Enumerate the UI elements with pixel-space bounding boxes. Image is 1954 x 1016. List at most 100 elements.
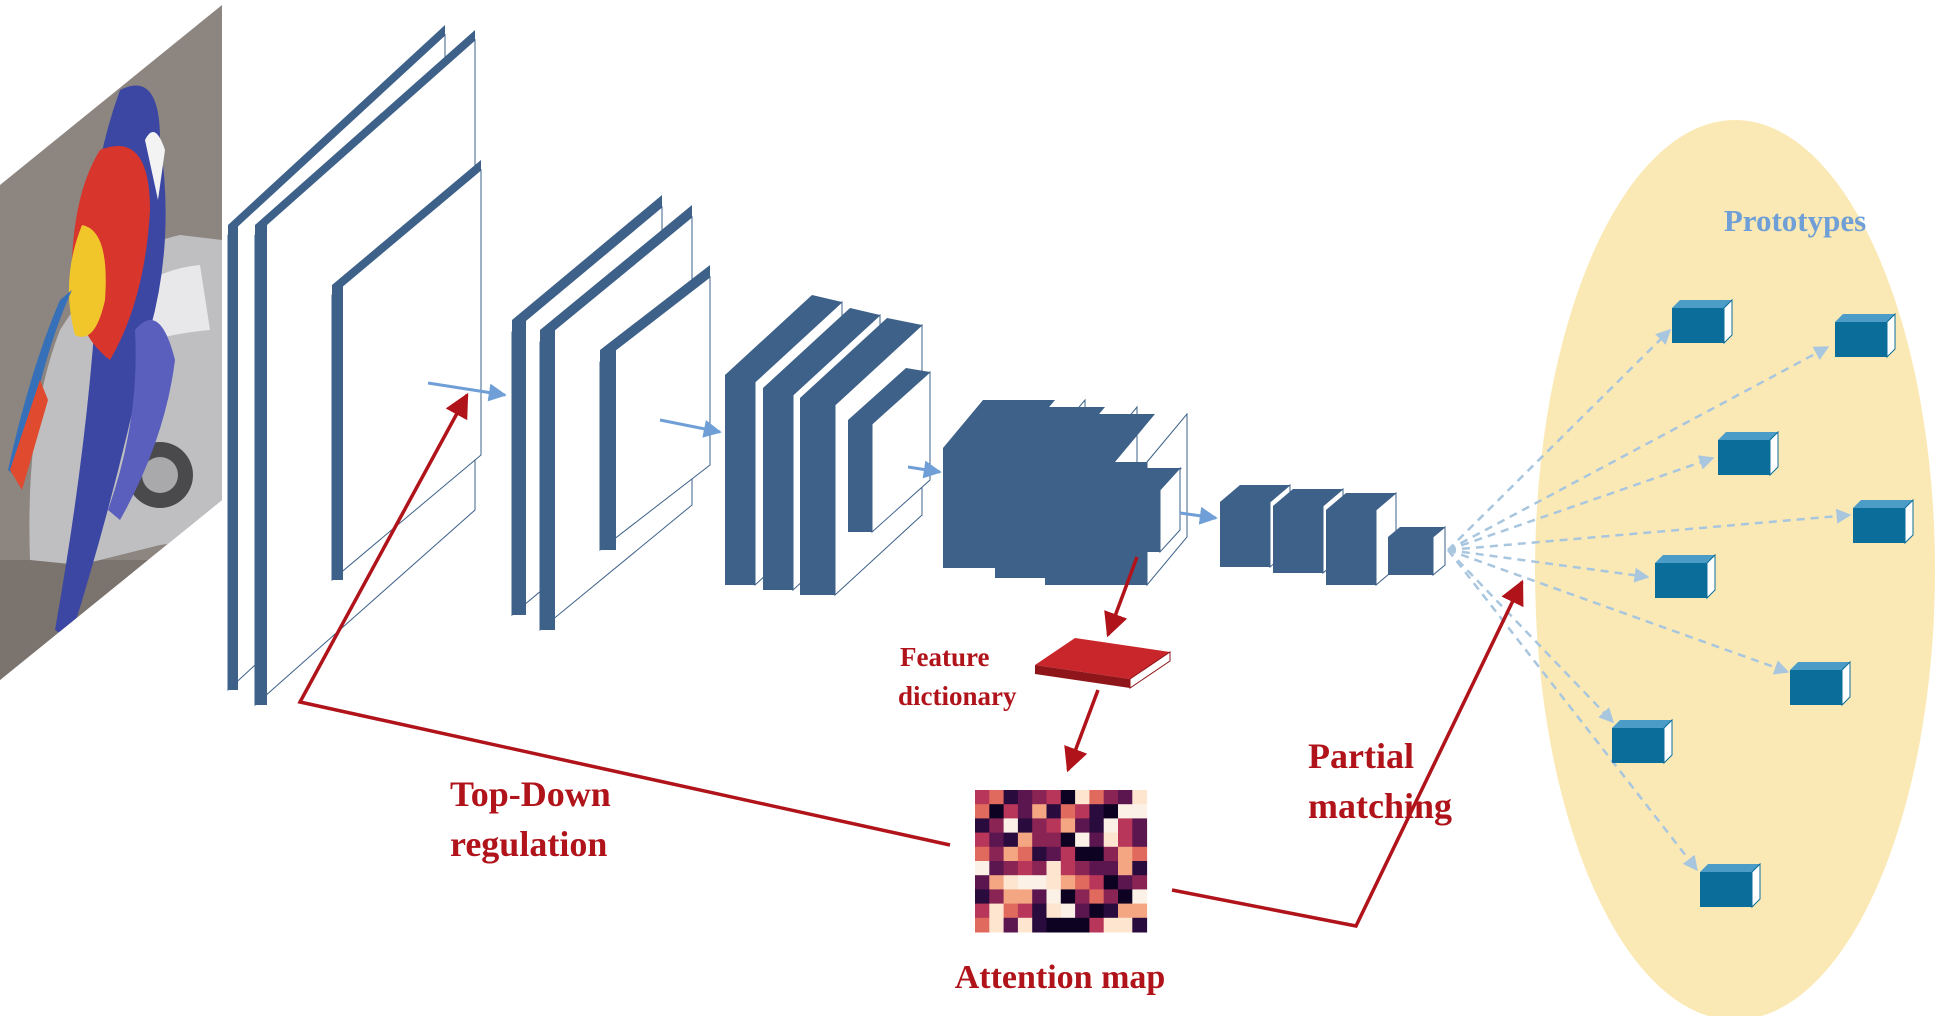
heatmap-cell	[1118, 790, 1133, 805]
heatmap-cell	[1118, 875, 1133, 890]
heatmap-cell	[975, 917, 990, 933]
heatmap-cell	[1118, 889, 1133, 905]
heatmap-cell	[1075, 861, 1090, 876]
heatmap-cell	[975, 804, 990, 819]
heatmap-cell	[1017, 903, 1033, 919]
conv-layer-icon	[1326, 491, 1397, 587]
heatmap-cell	[1118, 861, 1133, 876]
prototype-cube-icon	[1853, 498, 1914, 545]
top-down-regulation-label: Top-Down regulation	[450, 774, 620, 864]
heatmap-cell	[975, 903, 990, 919]
heatmap-cell	[1089, 875, 1105, 890]
heatmap-cell	[1060, 861, 1076, 876]
heatmap-cell	[1017, 875, 1033, 890]
heatmap-cell	[1017, 804, 1033, 819]
heatmap-cell	[1017, 790, 1033, 805]
dashed-arrow	[1447, 328, 1672, 551]
heatmap-cell	[1075, 846, 1090, 862]
heatmap-cell	[1060, 832, 1076, 848]
conv-layer-group-4	[943, 398, 1188, 587]
heatmap-cell	[1089, 790, 1105, 805]
conv-layer-icon	[1388, 525, 1446, 577]
heatmap-cell	[1003, 832, 1019, 848]
heatmap-cell	[975, 818, 990, 834]
heatmap-cell	[1089, 903, 1105, 919]
heatmap-cell	[1060, 804, 1076, 819]
conv-layer-group-5	[1220, 483, 1446, 587]
heatmap-cell	[1003, 818, 1019, 834]
flow-arrows	[427, 381, 1218, 525]
heatmap-cell	[975, 861, 990, 876]
heatmap-cell	[1075, 889, 1090, 905]
prototype-cube-icon	[1655, 553, 1716, 600]
heatmap-cell	[1089, 917, 1105, 933]
red-arrows	[297, 392, 1524, 928]
heatmap-cell	[1003, 804, 1019, 819]
flow-arrow	[427, 381, 507, 402]
heatmap-cell	[1075, 818, 1090, 834]
attention-map-label: Attention map	[955, 959, 1166, 996]
heatmap-cell	[1003, 875, 1019, 890]
heatmap-cell	[1089, 818, 1105, 834]
heatmap-cell	[1046, 861, 1062, 876]
heatmap-cell	[1103, 804, 1119, 819]
heatmap-cell	[1017, 861, 1033, 876]
arrow-to-attention	[1064, 689, 1100, 773]
heatmap-cell	[975, 832, 990, 848]
heatmap-cell	[1075, 790, 1090, 805]
heatmap-cell	[1103, 790, 1119, 805]
heatmap-cell	[1075, 917, 1090, 933]
prototype-arrows	[1447, 328, 1852, 872]
prototype-space	[1535, 120, 1935, 1016]
conv-layer-icon	[599, 265, 711, 552]
prototype-cube-icon	[1790, 660, 1851, 707]
heatmap-cell	[1017, 832, 1033, 848]
heatmap-cell	[1089, 861, 1105, 876]
feature-dictionary-label: Feature dictionary	[898, 642, 1017, 711]
dashed-arrow	[1447, 508, 1852, 552]
heatmap-cell	[975, 846, 990, 862]
heatmap-cell	[1046, 917, 1062, 933]
partial-matching-label: Partial matching	[1308, 736, 1452, 826]
heatmap-cell	[1075, 804, 1090, 819]
heatmap-cell	[1017, 889, 1033, 905]
heatmap-cell	[975, 875, 990, 890]
heatmap-cell	[1132, 875, 1148, 890]
heatmap-cell	[989, 875, 1005, 890]
heatmap-cell	[1046, 818, 1062, 834]
conv-layer-group-2	[511, 195, 711, 632]
heatmap-cell	[1103, 861, 1119, 876]
flow-arrow	[1179, 506, 1218, 525]
heatmap-cell	[1103, 832, 1119, 848]
feature-dictionary-icon	[1035, 638, 1171, 689]
heatmap-cell	[1089, 846, 1105, 862]
heatmap-cell	[1132, 846, 1148, 862]
heatmap-cell	[1103, 875, 1119, 890]
heatmap-cell	[989, 846, 1005, 862]
heatmap-cell	[989, 804, 1005, 819]
prototype-cube-icon	[1718, 430, 1779, 477]
conv-layer-group-1	[227, 25, 482, 707]
dashed-arrow	[1447, 549, 1615, 724]
conv-layer-icon	[1112, 466, 1182, 554]
heatmap-cell	[1132, 832, 1148, 848]
heatmap-cell	[1060, 790, 1076, 805]
heatmap-cell	[1118, 917, 1133, 933]
conv-layer-icon	[848, 368, 931, 534]
conv-layer-icon	[331, 160, 482, 582]
heatmap-cell	[1132, 861, 1148, 876]
heatmap-cell	[1046, 889, 1062, 905]
heatmap-cell	[1046, 903, 1062, 919]
heatmap-cell	[1075, 875, 1090, 890]
heatmap-cell	[989, 917, 1005, 933]
heatmap-cell	[1103, 818, 1119, 834]
dashed-arrow	[1447, 549, 1698, 872]
heatmap-cell	[1003, 903, 1019, 919]
heatmap-cell	[1003, 889, 1019, 905]
heatmap-cell	[1132, 818, 1148, 834]
heatmap-cell	[1060, 818, 1076, 834]
heatmap-cell	[989, 889, 1005, 905]
conv-layer-group-3	[725, 295, 931, 597]
heatmap-cell	[1032, 790, 1047, 805]
